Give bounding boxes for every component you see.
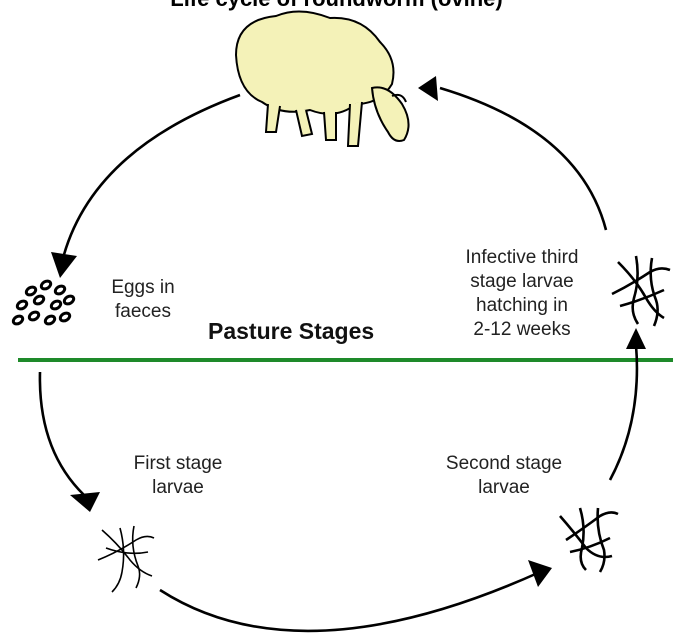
arc-sheep-to-eggs <box>62 95 240 262</box>
arrowhead-to-sheep <box>418 76 438 101</box>
second-stage-larva-icon <box>560 508 618 572</box>
label-second-stage-text: Second stage larvae <box>446 453 562 498</box>
label-third-stage-text: Infective third stage larvae hatching in… <box>466 247 579 340</box>
arc-first-to-second <box>160 572 540 631</box>
pasture-stages-label: Pasture Stages <box>208 318 374 345</box>
arrowhead-to-third <box>626 328 646 349</box>
label-first-stage-text: First stage larvae <box>134 453 223 498</box>
label-second-stage: Second stage larvae <box>416 452 592 500</box>
arc-eggs-to-first <box>40 372 84 495</box>
arrowhead-to-second <box>528 560 552 587</box>
sheep-icon <box>236 11 409 146</box>
arrowhead-to-first <box>70 492 100 512</box>
label-eggs: Eggs in faeces <box>88 276 198 324</box>
eggs-icon <box>12 279 75 325</box>
label-eggs-text: Eggs in faeces <box>111 277 174 322</box>
arc-third-to-sheep <box>440 88 606 230</box>
label-first-stage: First stage larvae <box>108 452 248 500</box>
third-stage-larva-icon <box>612 256 670 326</box>
arc-second-to-third <box>610 345 637 480</box>
label-third-stage: Infective third stage larvae hatching in… <box>434 246 610 342</box>
arrowhead-to-eggs <box>51 252 77 278</box>
first-stage-larva-icon <box>98 526 154 592</box>
